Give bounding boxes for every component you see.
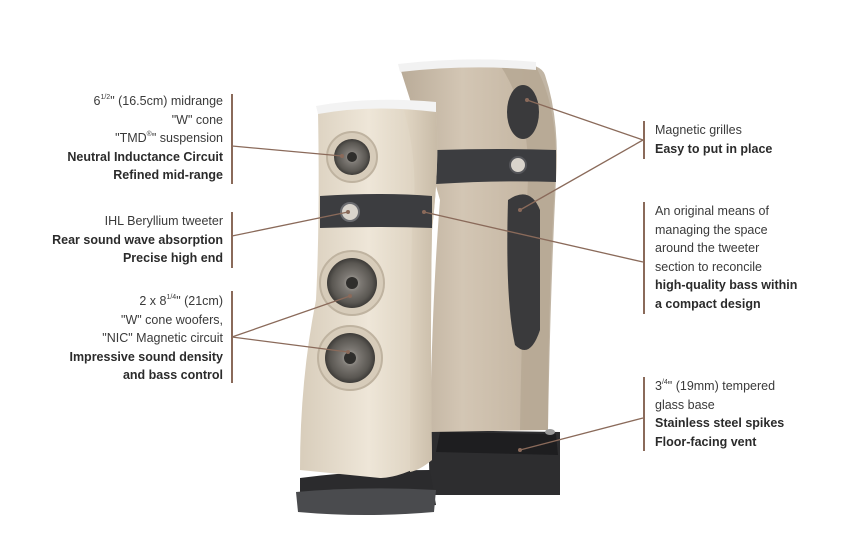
space-line-1: An original means of [655, 204, 769, 218]
space-line-2: managing the space [655, 222, 768, 237]
space-bracket [643, 202, 645, 314]
base-size-line: 3/4" (19mm) tempered [655, 379, 776, 393]
base-feature-1: Stainless steel spikes [655, 416, 785, 430]
leader-lines [231, 99, 644, 451]
space-feature-2: a compact design [655, 296, 761, 311]
front-speaker [296, 99, 438, 515]
tweeter-bracket [231, 212, 233, 268]
woofers-magnet-line: "NIC" Magnetic circuit [102, 331, 223, 345]
tweeter-feature-1: Rear sound wave absorption [52, 232, 223, 247]
midrange-cone-line: "W" cone [171, 112, 223, 127]
leader-dots [340, 98, 529, 452]
woofers-callout: 2 x 81/4" (21cm) "W" cone woofers, "NIC"… [69, 292, 223, 385]
tweeter-callout: IHL Beryllium tweeter Rear sound wave ab… [52, 212, 223, 268]
base-feature-2: Floor-facing vent [655, 434, 757, 449]
grilles-callout: Magnetic grilles Easy to put in place [655, 121, 772, 158]
midrange-bracket [231, 94, 233, 184]
space-callout: An original means of managing the space … [655, 202, 797, 313]
midrange-suspension-line: "TMD®" suspension [115, 131, 223, 145]
woofers-size-line: 2 x 81/4" (21cm) [139, 294, 223, 308]
midrange-size-line: 61/2" (16.5cm) midrange [93, 94, 224, 108]
midrange-feature-1: Neutral Inductance Circuit [67, 149, 223, 164]
woofers-bracket [231, 291, 233, 383]
base-callout: 3/4" (19mm) tempered glass base Stainles… [655, 377, 784, 451]
grilles-bracket [643, 121, 645, 159]
midrange-feature-2: Refined mid-range [113, 168, 223, 182]
space-feature-1: high-quality bass within [655, 278, 798, 292]
space-line-3: around the tweeter [655, 241, 760, 255]
midrange-callout: 61/2" (16.5cm) midrange "W" cone "TMD®" … [67, 92, 223, 185]
woofers-feature-1: Impressive sound density [69, 349, 223, 364]
woofers-feature-2: and bass control [122, 368, 223, 382]
base-glass-line: glass base [655, 397, 715, 412]
grilles-name-line: Magnetic grilles [655, 123, 742, 137]
space-line-4: section to reconcile [655, 259, 763, 274]
woofers-cone-line: "W" cone woofers, [121, 312, 223, 327]
base-bracket [643, 377, 645, 451]
tweeter-feature-2: Precise high end [122, 251, 223, 265]
tweeter-name-line: IHL Beryllium tweeter [104, 214, 223, 228]
grilles-feature: Easy to put in place [655, 141, 773, 156]
